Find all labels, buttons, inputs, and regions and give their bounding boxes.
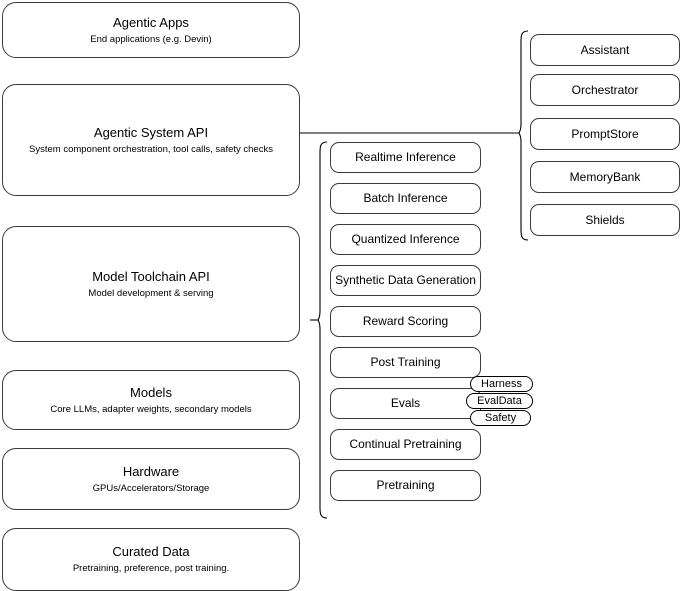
system-item-label: Shields: [585, 212, 625, 227]
toolchain-item-realtime-inference[interactable]: Realtime Inference: [330, 142, 481, 173]
evals-subcomponent-label: EvalData: [477, 394, 522, 407]
toolchain-item-label: Quantized Inference: [351, 232, 460, 246]
layer-title: Models: [130, 384, 172, 400]
toolchain-item-label: Pretraining: [376, 478, 435, 492]
system-item-label: PromptStore: [571, 126, 639, 141]
layer-title: Curated Data: [112, 544, 190, 559]
layer-models[interactable]: Models Core LLMs, adapter weights, secon…: [2, 370, 300, 430]
layer-agentic-apps[interactable]: Agentic Apps End applications (e.g. Devi…: [2, 2, 300, 58]
layer-subtitle: System component orchestration, tool cal…: [29, 143, 273, 155]
system-item-assistant[interactable]: Assistant: [530, 34, 680, 66]
toolchain-item-label: Synthetic Data Generation: [335, 273, 476, 287]
toolchain-item-evals[interactable]: Evals: [330, 388, 481, 419]
toolchain-item-quantized-inference[interactable]: Quantized Inference: [330, 224, 481, 255]
layer-subtitle: Pretraining, preference, post training.: [72, 563, 230, 574]
layer-title: Hardware: [122, 463, 180, 479]
toolchain-item-label: Reward Scoring: [362, 314, 449, 328]
system-item-promptstore[interactable]: PromptStore: [530, 118, 680, 150]
evals-subcomponent-label: Harness: [481, 377, 522, 390]
layer-subtitle: Core LLMs, adapter weights, secondary mo…: [50, 403, 252, 415]
toolchain-item-continual-pretraining[interactable]: Continual Pretraining: [330, 429, 481, 460]
toolchain-item-synthetic-data-generation[interactable]: Synthetic Data Generation: [330, 265, 481, 296]
toolchain-item-label: Batch Inference: [363, 191, 448, 205]
layer-model-toolchain-api[interactable]: Model Toolchain API Model development & …: [2, 226, 300, 342]
layer-subtitle: Model development & serving: [88, 287, 214, 299]
layer-agentic-system-api[interactable]: Agentic System API System component orch…: [2, 84, 300, 196]
toolchain-item-post-training[interactable]: Post Training: [330, 347, 481, 378]
toolchain-item-label: Post Training: [370, 355, 441, 369]
system-item-label: Orchestrator: [571, 82, 639, 97]
system-components-brace: [518, 30, 529, 241]
toolchain-item-batch-inference[interactable]: Batch Inference: [330, 183, 481, 214]
layer-hardware[interactable]: Hardware GPUs/Accelerators/Storage: [2, 448, 300, 510]
toolchain-item-label: Evals: [390, 396, 421, 410]
system-item-label: Assistant: [580, 42, 630, 57]
system-item-shields[interactable]: Shields: [530, 204, 680, 236]
toolchain-item-label: Realtime Inference: [355, 150, 456, 164]
evals-subcomponent-harness[interactable]: Harness: [470, 376, 533, 392]
layer-subtitle: GPUs/Accelerators/Storage: [92, 482, 210, 494]
toolchain-item-reward-scoring[interactable]: Reward Scoring: [330, 306, 481, 337]
toolchain-components-brace: [317, 141, 328, 519]
system-item-label: MemoryBank: [569, 169, 641, 184]
system-item-memorybank[interactable]: MemoryBank: [530, 161, 680, 193]
evals-subcomponent-evaldata[interactable]: EvalData: [466, 393, 533, 409]
layer-title: Model Toolchain API: [92, 268, 210, 284]
evals-subcomponent-label: Safety: [484, 411, 517, 424]
layer-subtitle: End applications (e.g. Devin): [90, 33, 212, 45]
layer-title: Agentic Apps: [113, 14, 189, 30]
evals-subcomponent-safety[interactable]: Safety: [470, 410, 531, 426]
layer-title: Agentic System API: [93, 124, 209, 140]
system-item-orchestrator[interactable]: Orchestrator: [530, 74, 680, 106]
toolchain-item-label: Continual Pretraining: [349, 437, 462, 451]
layer-curated-data[interactable]: Curated Data Pretraining, preference, po…: [2, 528, 300, 591]
toolchain-item-pretraining[interactable]: Pretraining: [330, 470, 481, 501]
